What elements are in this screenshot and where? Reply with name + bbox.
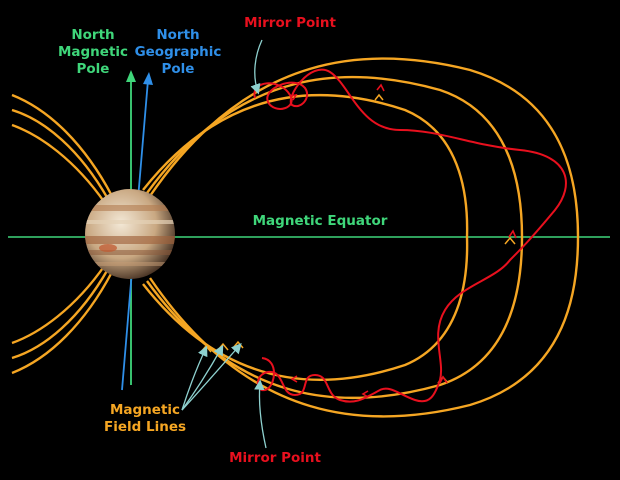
- field-line-inner: [142, 93, 469, 381]
- mirror-point-top-label: Mirror Point: [244, 15, 336, 31]
- trajectory-arrow-2: [376, 83, 385, 92]
- field-line-outer: [149, 57, 580, 418]
- pointer-field-2: [181, 344, 224, 411]
- north-geographic-pole-label: North Geographic Pole: [128, 27, 228, 78]
- north-geographic-pole-line-1: North: [156, 27, 200, 43]
- pointers: [181, 39, 267, 449]
- north-magnetic-pole-line-3: Pole: [76, 61, 110, 77]
- field-arrow-5: [217, 342, 229, 351]
- field-line-left-6: [11, 264, 106, 345]
- trajectory-arrow-1: [289, 93, 298, 101]
- trajectory-arrow-5: [361, 390, 369, 398]
- field-lines-line-2: Field Lines: [103, 419, 187, 435]
- north-geographic-pole-line-3: Pole: [161, 61, 195, 77]
- field-line-middle: [146, 75, 524, 400]
- trajectory-arrow-6: [290, 375, 298, 383]
- pointer-mirror-bottom: [254, 379, 267, 449]
- magnetic-field-lines-label: Magnetic Field Lines: [90, 402, 200, 436]
- pointer-field-1: [181, 345, 208, 411]
- field-line-left-2: [11, 108, 110, 200]
- trajectory-arrows: [289, 83, 517, 398]
- mirror-point-bottom-label: Mirror Point: [229, 450, 321, 466]
- field-arrow-1: [374, 93, 384, 101]
- north-magnetic-pole-line-1: North: [71, 27, 115, 43]
- pointer-mirror-top: [250, 39, 263, 95]
- geographic-axis-arrowhead: [143, 72, 153, 85]
- field-line-left-4: [11, 271, 114, 375]
- field-line-left-3: [11, 123, 106, 204]
- jupiter-globe-icon: [85, 189, 175, 279]
- north-geographic-pole-line-2: Geographic: [134, 44, 222, 60]
- particle-trajectory: [253, 68, 567, 403]
- north-magnetic-pole-label: North Magnetic Pole: [48, 27, 138, 78]
- north-magnetic-pole-line-2: Magnetic: [57, 44, 129, 60]
- field-line-left-1: [11, 93, 114, 197]
- trajectory-arrow-3: [508, 229, 517, 239]
- pointer-field-3: [181, 343, 242, 411]
- field-line-left-5: [11, 268, 110, 360]
- magnetic-axis-arrowhead: [126, 70, 136, 82]
- field-lines-group: [11, 57, 580, 418]
- magnetic-equator-label: Magnetic Equator: [252, 213, 388, 229]
- field-arrow-2: [504, 236, 516, 245]
- field-lines-line-1: Magnetic: [109, 402, 181, 418]
- trajectory-arrow-4: [439, 375, 448, 384]
